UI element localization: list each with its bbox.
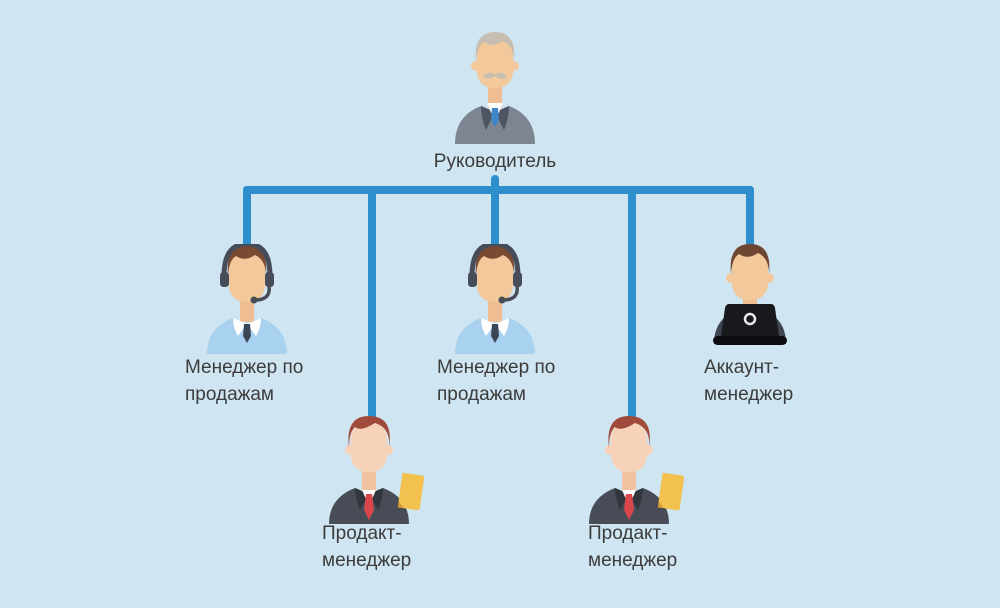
label-line: менеджер bbox=[322, 550, 412, 571]
connector-branch-product-manager-2 bbox=[628, 186, 636, 422]
node-label-sales-manager-2: Менеджер по продажам bbox=[437, 354, 555, 408]
node-label-account-manager: Аккаунт- менеджер bbox=[704, 354, 793, 408]
label-line: Продакт- bbox=[322, 523, 402, 544]
sales-manager-2-avatar-icon bbox=[443, 244, 547, 354]
label-line: менеджер bbox=[588, 550, 678, 571]
connector-branch-sales-manager-2 bbox=[491, 186, 499, 256]
director-avatar-icon bbox=[443, 26, 547, 144]
connector-branch-product-manager-1 bbox=[368, 186, 376, 422]
label-line: Руководитель bbox=[433, 151, 557, 172]
account-manager-avatar-icon bbox=[698, 244, 802, 354]
label-line: продажам bbox=[437, 384, 526, 405]
label-line: продажам bbox=[185, 384, 274, 405]
sales-manager-1-avatar-icon bbox=[195, 244, 299, 354]
node-label-product-manager-2: Продакт- менеджер bbox=[588, 520, 677, 574]
product-manager-1-avatar-icon bbox=[317, 414, 427, 524]
label-line: Менеджер по bbox=[185, 357, 304, 378]
label-line: менеджер bbox=[704, 384, 794, 405]
product-manager-2-avatar-icon bbox=[577, 414, 687, 524]
label-line: Продакт- bbox=[588, 523, 668, 544]
node-label-director: Руководитель bbox=[407, 148, 583, 175]
node-label-product-manager-1: Продакт- менеджер bbox=[322, 520, 411, 574]
label-line: Менеджер по bbox=[437, 357, 556, 378]
node-label-sales-manager-1: Менеджер по продажам bbox=[185, 354, 303, 408]
connector-branch-sales-manager-1 bbox=[243, 186, 251, 256]
connector-director-stub bbox=[491, 175, 499, 190]
label-line: Аккаунт- bbox=[704, 357, 780, 378]
connector-branch-account-manager bbox=[746, 186, 754, 256]
